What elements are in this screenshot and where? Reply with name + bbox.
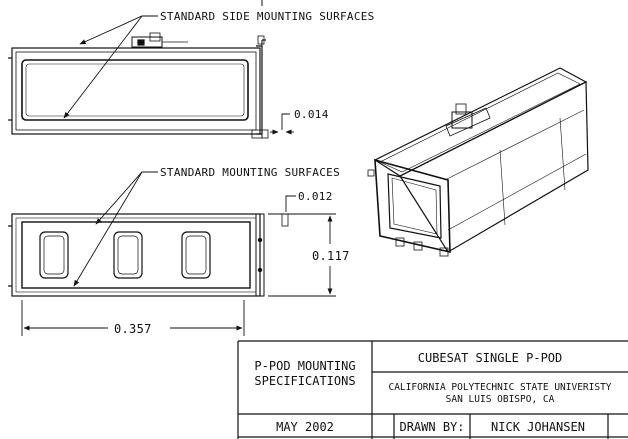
callout-mounting: STANDARD MOUNTING SURFACES bbox=[73, 166, 340, 287]
drawing-title: CUBESAT SINGLE P-POD bbox=[418, 351, 563, 365]
title-block: P-POD MOUNTING SPECIFICATIONS CUBESAT SI… bbox=[237, 340, 628, 439]
callout-mounting-text: STANDARD MOUNTING SURFACES bbox=[160, 166, 340, 179]
organization-line2: SAN LUIS OBISPO, CA bbox=[446, 394, 555, 405]
top-view bbox=[8, 213, 265, 297]
dim-length: 0.357 bbox=[21, 300, 245, 336]
dim-height-value: 0.117 bbox=[312, 249, 350, 263]
dim-rail-value: 0.012 bbox=[298, 190, 333, 203]
spec-title-line1: P-POD MOUNTING bbox=[254, 359, 355, 373]
callout-side-mounting-text: STANDARD SIDE MOUNTING SURFACES bbox=[160, 10, 375, 23]
drawn-by-label: DRAWN BY: bbox=[399, 420, 464, 434]
organization-line1: CALIFORNIA POLYTECHNIC STATE UNIVERISTY bbox=[388, 382, 611, 393]
dim-side-flange-value: 0.014 bbox=[294, 108, 329, 121]
callout-side-mounting: STANDARD SIDE MOUNTING SURFACES bbox=[63, 10, 375, 119]
side-view bbox=[8, 0, 269, 139]
dim-side-flange: 0.014 bbox=[270, 108, 329, 135]
spec-title-line2: SPECIFICATIONS bbox=[254, 374, 355, 388]
dim-height: 0.117 bbox=[268, 213, 350, 297]
dim-length-value: 0.357 bbox=[114, 322, 152, 336]
isometric-view bbox=[367, 67, 589, 257]
drawn-by-name: NICK JOHANSEN bbox=[491, 420, 585, 434]
dim-rail: 0.012 bbox=[281, 190, 333, 227]
date: MAY 2002 bbox=[276, 420, 334, 434]
